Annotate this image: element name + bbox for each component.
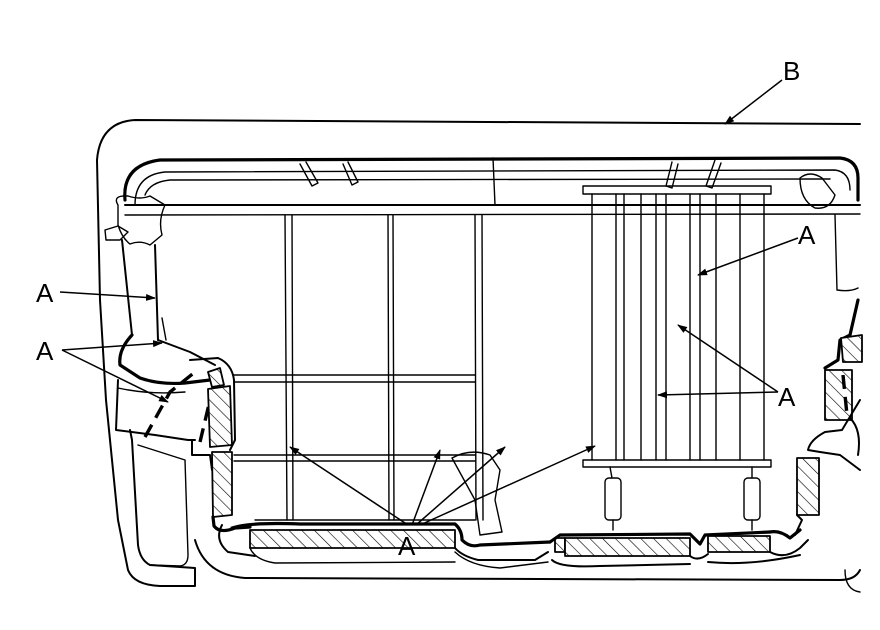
left-corner-seal <box>104 195 167 341</box>
outer-housing <box>96 119 861 593</box>
label-a-right: A <box>778 382 796 412</box>
label-a-left: A <box>36 336 54 366</box>
right-heater-core <box>582 185 772 531</box>
label-a-upper-right: A <box>798 220 816 250</box>
leader-a-left-2 <box>61 349 169 403</box>
leader-a-upper-right <box>697 237 799 276</box>
right-wall <box>794 214 863 536</box>
leader-a-bottom-3 <box>415 446 506 526</box>
leader-a-bottom-1 <box>289 446 409 526</box>
leader-a-bottom-4 <box>419 445 596 526</box>
leader-b <box>724 79 783 125</box>
leader-a-bottom-2 <box>411 449 441 526</box>
leader-a-right-1 <box>677 324 779 393</box>
case-top-rim <box>123 156 861 216</box>
label-a-upper-left: A <box>36 278 54 308</box>
label-a-bottom: A <box>398 531 416 561</box>
callout-labels: B A A A A A <box>36 56 816 561</box>
leader-a-left-1 <box>61 340 163 351</box>
core-grid <box>233 157 503 536</box>
leader-a-right-2 <box>657 391 779 399</box>
leader-a-upper-left <box>59 291 156 301</box>
left-duct <box>115 333 220 443</box>
label-b: B <box>783 56 800 86</box>
left-wall <box>189 357 256 557</box>
bottom-floor <box>230 521 809 569</box>
leader-arrows <box>59 79 799 526</box>
